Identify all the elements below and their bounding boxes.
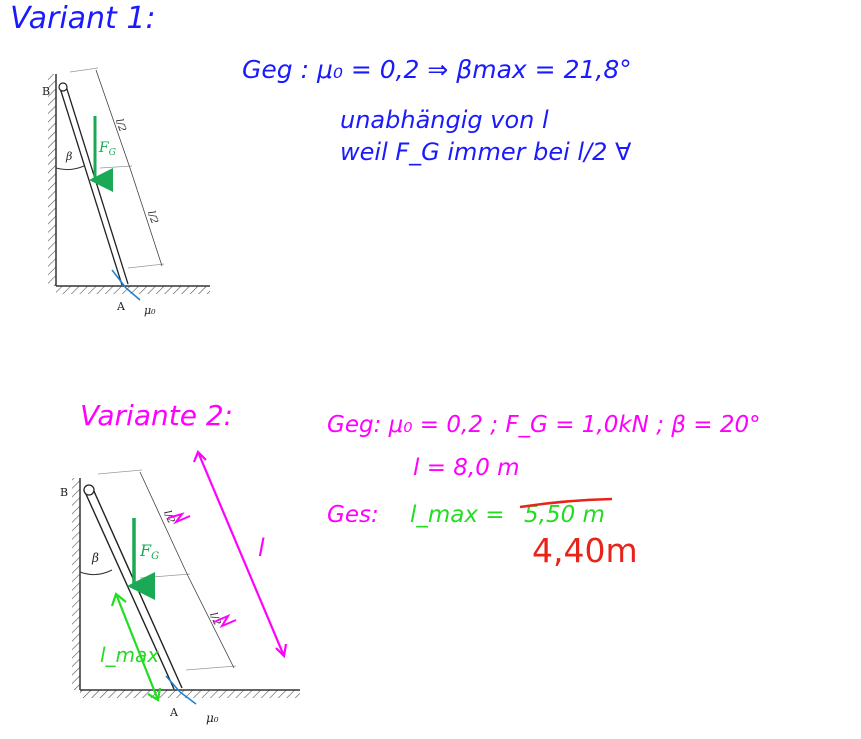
length-arrow-line	[196, 451, 286, 657]
point-b-label: B	[60, 486, 68, 499]
dim-ext-mid	[139, 573, 191, 579]
variant2-sought-label: Ges:	[327, 502, 379, 528]
dim-ext-top	[97, 469, 143, 475]
variant1-given: Geg : μ₀ = 0,2 ⇒ βmax = 21,8°	[242, 55, 632, 84]
friction-line-1	[111, 269, 127, 289]
point-a-label: A	[116, 300, 126, 313]
length-arrow-head-top-icon	[192, 450, 207, 463]
corrected-answer: 4,40m	[532, 531, 638, 570]
variant2-title: Variante 2:	[80, 399, 233, 432]
friction-label: μ₀	[206, 711, 219, 725]
variant1-figure: β l/2 l/2 FG B A μ₀	[42, 67, 210, 317]
dim-ext-bottom	[185, 665, 237, 671]
dim-ext-mid	[99, 165, 133, 169]
struck-answer: 5,50 m	[524, 502, 605, 528]
floor-hatch	[80, 690, 300, 698]
pink-mark-lower	[213, 613, 237, 629]
angle-arc	[55, 165, 85, 171]
variant1-title: Variant 1:	[10, 1, 156, 36]
point-a-label: A	[169, 706, 179, 719]
dim-label-upper: l/2	[113, 118, 127, 134]
force-label: FG	[139, 541, 159, 562]
dim-line-lower	[187, 575, 235, 669]
rod-edge-right	[65, 85, 129, 285]
strike-line	[519, 497, 613, 509]
dim-label-lower: l/2	[145, 210, 159, 226]
length-label: l	[258, 534, 265, 562]
friction-line-2	[179, 691, 197, 705]
pin-b-icon	[58, 82, 68, 92]
pink-mark-upper	[167, 512, 191, 525]
dim-line-lower	[129, 167, 163, 267]
dim-ext-top	[69, 67, 99, 73]
lmax-arrow-head-top-icon	[110, 592, 127, 607]
angle-arc	[79, 569, 113, 576]
angle-label: β	[91, 551, 99, 565]
variant1-note-line1: unabhängig von l	[340, 106, 549, 134]
variant1-note-line2: weil F_G immer bei l/2 ∀	[340, 138, 632, 166]
force-label: FG	[98, 140, 116, 158]
lmax-arrow-line	[114, 593, 160, 701]
friction-line-2	[125, 287, 141, 301]
dim-line-upper	[95, 69, 131, 169]
variant2-given-line2: l = 8,0 m	[413, 455, 520, 481]
lmax-label: l_max	[100, 643, 159, 667]
floor-hatch	[56, 286, 210, 294]
angle-label: β	[65, 150, 72, 163]
point-b-label: B	[42, 85, 50, 98]
variant2-sought-expr: l_max =	[410, 502, 505, 528]
dim-line-upper	[139, 471, 189, 577]
wall-hatch	[48, 74, 56, 286]
friction-label: μ₀	[144, 304, 156, 317]
dim-label-lower: l/2	[207, 611, 222, 627]
dim-ext-bottom	[127, 263, 165, 269]
wall-hatch	[72, 478, 80, 690]
lmax-arrow-head-bottom-icon	[147, 687, 162, 702]
friction-line-1	[165, 675, 181, 693]
length-arrow-head-bottom-icon	[275, 643, 288, 659]
pin-b-icon	[83, 484, 95, 496]
variant2-figure: β l/2 l/2 FG l l_max B A μ₀	[60, 450, 300, 725]
variant2-given-line1: Geg: μ₀ = 0,2 ; F_G = 1,0kN ; β = 20°	[327, 412, 761, 438]
